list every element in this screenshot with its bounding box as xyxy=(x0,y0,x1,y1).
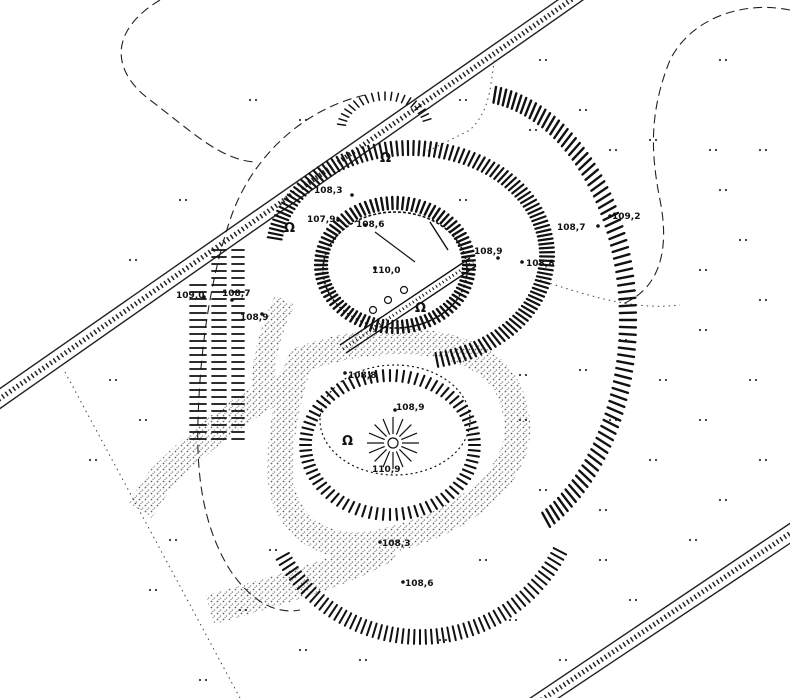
elevation-label: 108,3 xyxy=(382,539,410,549)
elevation-label: 108,6 xyxy=(405,579,433,589)
elevation-labels: 108,3 107,9 108,6 110,0 108,9 108,8 108,… xyxy=(176,186,640,589)
mound-symbol-west: Ω xyxy=(284,221,295,236)
field-dots xyxy=(88,58,768,682)
boundary-northeast xyxy=(619,6,790,306)
elevation-label: 110,0 xyxy=(372,266,400,276)
gravel-path-south xyxy=(205,532,398,625)
survey-points xyxy=(202,193,612,584)
elevation-label: 108,9 xyxy=(240,313,268,323)
elevation-label: 108,9 xyxy=(396,403,424,413)
railway-southeast xyxy=(529,522,790,698)
mound-symbol-north: Ω xyxy=(380,151,391,166)
dashed-boundaries xyxy=(120,0,790,612)
elevation-label: 108,8 xyxy=(526,259,554,269)
survey-ruler xyxy=(339,221,477,354)
central-mound xyxy=(319,211,471,476)
elevation-label: 109,0 xyxy=(176,291,204,301)
gravel-path-ring xyxy=(266,328,531,559)
gravel-path-southwest xyxy=(128,367,306,518)
elevation-label: 108,6 xyxy=(356,220,384,230)
gravel-path-west xyxy=(251,295,295,401)
elevation-label: 108,7 xyxy=(222,289,250,299)
boundary-north xyxy=(120,0,256,163)
elevation-label: 108,7 xyxy=(557,223,585,233)
elevation-label: 107,9 xyxy=(307,215,335,225)
elevation-label: 108,8 xyxy=(348,371,376,381)
survey-point-burst xyxy=(367,417,419,469)
mound-symbol-south: Ω xyxy=(342,434,353,449)
elevation-label: 110,9 xyxy=(372,465,400,475)
elevation-label: 109,2 xyxy=(612,212,640,222)
mound-symbol-east: Ω xyxy=(415,301,426,316)
elevation-label: 108,9 xyxy=(474,247,502,257)
gravel-paths xyxy=(128,295,531,625)
mound-symbols: Ω Ω Ω Ω xyxy=(284,151,426,449)
elevation-label: 108,3 xyxy=(314,186,342,196)
boundary-site xyxy=(197,94,366,612)
dotted-field-lines xyxy=(64,54,681,698)
